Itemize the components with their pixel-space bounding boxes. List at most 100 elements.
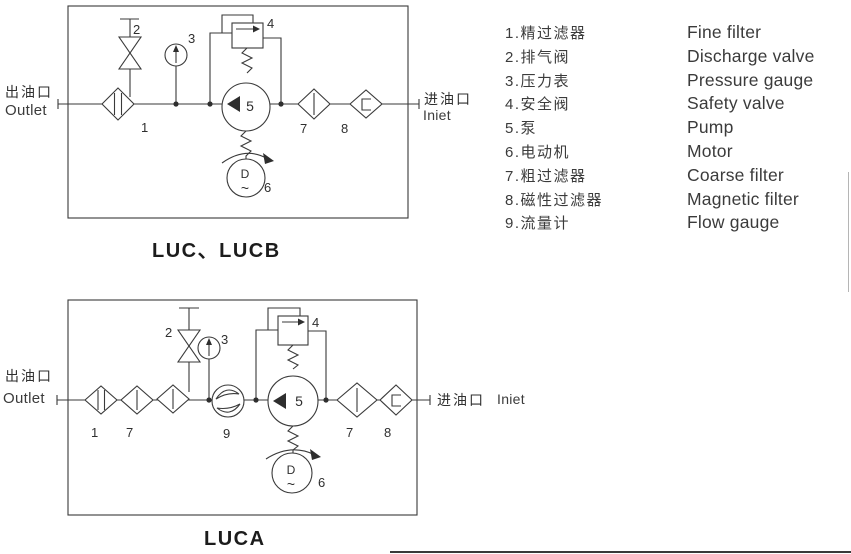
legend-cn: 5.泵 <box>505 120 538 138</box>
legend-row: 1.精过滤器 Fine filter <box>505 22 815 46</box>
legend-cn: 6.电动机 <box>505 143 571 161</box>
label-8: 8 <box>384 425 391 440</box>
legend-en: Flow gauge <box>687 212 780 233</box>
legend-en: Coarse filter <box>687 164 784 185</box>
junction-dot <box>323 397 329 403</box>
flow-gauge-symbol <box>211 384 245 418</box>
outlet-label-en: Outlet <box>3 390 45 407</box>
label-7-left: 7 <box>126 425 133 440</box>
legend-en: Pump <box>687 117 734 138</box>
scan-artifact-bottom-line <box>390 551 851 553</box>
label-8: 8 <box>341 121 348 136</box>
coarse-filter-symbol <box>297 88 331 120</box>
legend-row: 8.磁性过滤器 Magnetic filter <box>505 189 815 213</box>
pilot-line <box>267 307 301 330</box>
legend-en: Motor <box>687 140 733 161</box>
legend-en: Safety valve <box>687 93 785 114</box>
magnet-mark <box>361 98 371 111</box>
coarse-filter-symbol-left <box>120 385 154 415</box>
legend-cn: 7.粗过滤器 <box>505 167 587 185</box>
motor-tilde: ~ <box>287 476 295 492</box>
label-4: 4 <box>267 16 274 31</box>
label-7: 7 <box>300 121 307 136</box>
enclosure-box <box>67 299 418 516</box>
legend-row: 3.压力表 Pressure gauge <box>505 70 815 94</box>
magnet-mark <box>391 394 401 407</box>
legend-en: Magnetic filter <box>687 188 799 209</box>
legend-en: Pressure gauge <box>687 69 814 90</box>
legend: 1.精过滤器 Fine filter 2.排气阀 Discharge valve… <box>505 22 815 236</box>
legend-row: 4.安全阀 Safety valve <box>505 93 815 117</box>
pump-flow-triangle <box>273 393 286 409</box>
legend-row: 9.流量计 Flow gauge <box>505 212 815 236</box>
safety-valve-symbol <box>207 14 284 107</box>
enclosure-box <box>67 5 409 219</box>
fine-filter-symbol <box>84 385 118 415</box>
pilot-line <box>221 14 254 33</box>
label-2: 2 <box>165 325 172 340</box>
motor-letter: D <box>287 463 296 477</box>
inlet-label-cn: 进油口 <box>424 91 472 107</box>
flow-vane-bottom <box>216 403 241 413</box>
label-6: 6 <box>264 180 271 195</box>
coarse-filter-symbol-right <box>336 382 378 418</box>
motor-tilde: ~ <box>241 180 249 196</box>
motor-letter: D <box>241 167 250 181</box>
pressure-gauge-symbol <box>197 336 221 403</box>
outlet-label-cn: 出油口 <box>5 368 53 384</box>
pump-symbol: 5 <box>221 82 271 132</box>
label-9: 9 <box>223 426 230 441</box>
fine-filter-symbol <box>101 87 135 121</box>
legend-cn: 8.磁性过滤器 <box>505 191 604 209</box>
diagram-title-luca: LUCA <box>204 528 266 550</box>
legend-cn: 3.压力表 <box>505 72 571 90</box>
label-4: 4 <box>312 315 319 330</box>
outlet-label-cn: 出油口 <box>5 84 53 100</box>
pressure-gauge-symbol <box>164 43 188 107</box>
motor-symbol: D ~ <box>265 425 321 494</box>
legend-row: 2.排气阀 Discharge valve <box>505 46 815 70</box>
valve-spring <box>240 47 254 74</box>
rotation-arrowhead <box>310 449 321 460</box>
label-3: 3 <box>188 31 195 46</box>
legend-row: 6.电动机 Motor <box>505 141 815 165</box>
safety-valve-symbol <box>253 307 329 403</box>
label-1: 1 <box>91 425 98 440</box>
diagram-title-luc-lucb: LUC、LUCB <box>152 240 281 262</box>
discharge-valve-symbol <box>117 18 143 97</box>
junction-dot <box>278 101 284 107</box>
scan-artifact-right-line <box>848 172 849 292</box>
label-6: 6 <box>318 475 325 490</box>
inlet-label-en: Iniet <box>423 107 451 123</box>
pump-number: 5 <box>246 98 254 114</box>
label-1: 1 <box>141 120 148 135</box>
legend-cn: 4.安全阀 <box>505 96 571 114</box>
legend-en: Discharge valve <box>687 45 815 66</box>
rotation-arrowhead <box>263 153 274 164</box>
legend-cn: 1.精过滤器 <box>505 25 587 42</box>
legend-en: Fine filter <box>687 22 762 42</box>
junction-dot <box>173 101 179 107</box>
junction-dot <box>206 397 212 403</box>
pump-symbol: 5 <box>267 375 319 427</box>
legend-row: 7.粗过滤器 Coarse filter <box>505 165 815 189</box>
magnetic-filter-symbol <box>349 89 383 119</box>
shaft-spring <box>286 425 300 453</box>
shaft-spring <box>239 130 253 159</box>
label-2: 2 <box>133 22 140 37</box>
magnetic-filter-symbol <box>379 384 413 416</box>
valve-flow-arrow <box>253 25 260 33</box>
valve-flow-arrow <box>298 318 305 326</box>
inlet-label-en: Iniet <box>497 391 525 407</box>
flow-vane-top <box>215 389 240 400</box>
filter-symbol <box>156 384 190 414</box>
motor-symbol: D ~ <box>221 130 274 198</box>
pump-flow-triangle <box>227 96 240 112</box>
legend-cn: 9.流量计 <box>505 215 571 233</box>
pump-number: 5 <box>295 393 303 409</box>
junction-dot <box>207 101 213 107</box>
junction-dot <box>253 397 259 403</box>
